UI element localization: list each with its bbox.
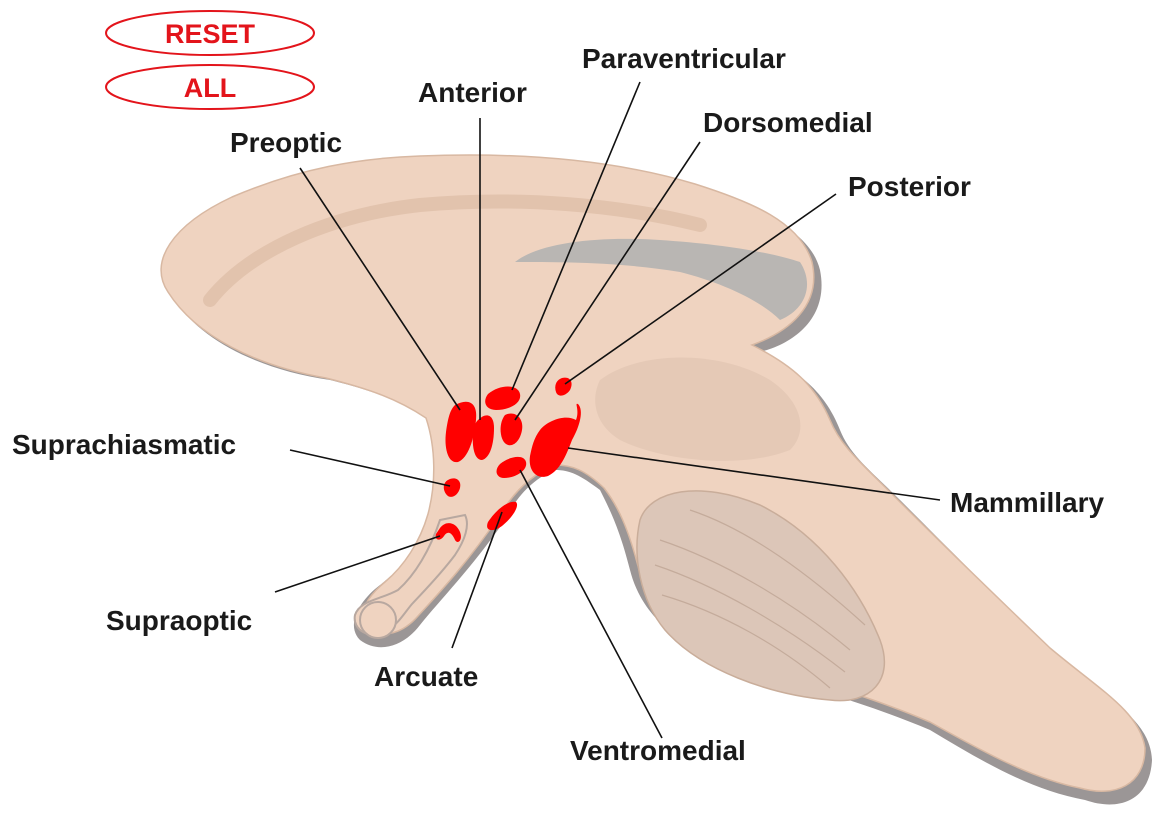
label-arcuate[interactable]: Arcuate bbox=[374, 661, 478, 692]
label-dorsomedial[interactable]: Dorsomedial bbox=[703, 107, 873, 138]
label-anterior[interactable]: Anterior bbox=[418, 77, 527, 108]
reset-button[interactable]: RESET bbox=[106, 11, 314, 55]
label-preoptic[interactable]: Preoptic bbox=[230, 127, 342, 158]
all-button[interactable]: ALL bbox=[106, 65, 314, 109]
label-mammillary[interactable]: Mammillary bbox=[950, 487, 1104, 518]
all-button-label: ALL bbox=[184, 73, 236, 103]
label-posterior[interactable]: Posterior bbox=[848, 171, 971, 202]
reset-button-label: RESET bbox=[165, 19, 256, 49]
brain-illustration bbox=[161, 155, 1152, 804]
label-paraventricular[interactable]: Paraventricular bbox=[582, 43, 786, 74]
label-ventromedial[interactable]: Ventromedial bbox=[570, 735, 746, 766]
label-suprachiasmatic[interactable]: Suprachiasmatic bbox=[12, 429, 236, 460]
leader-suprachiasmatic bbox=[290, 450, 450, 486]
pituitary-bulb bbox=[360, 602, 396, 638]
label-supraoptic[interactable]: Supraoptic bbox=[106, 605, 252, 636]
